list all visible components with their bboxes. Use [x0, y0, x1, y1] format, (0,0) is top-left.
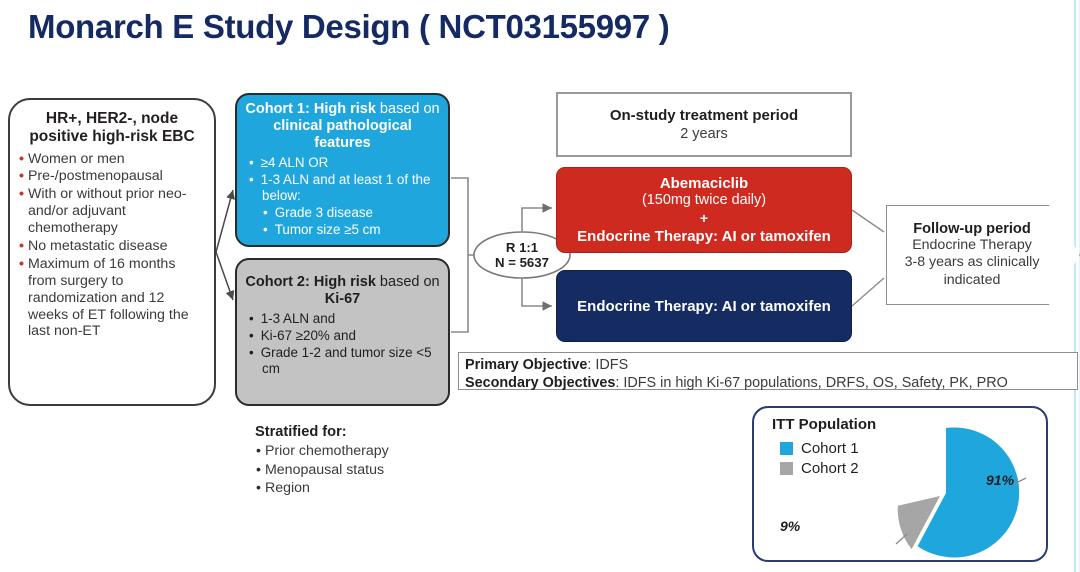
pie-leader-line-9	[895, 533, 908, 545]
follow-up-duration: 3-8 years as clinically	[904, 254, 1040, 271]
stratification-heading: Stratified for:	[255, 424, 347, 440]
list-item: With or without prior neo- and/or adjuva…	[19, 186, 205, 237]
randomization-n: N = 5637	[495, 255, 549, 270]
legend-label-cohort-1: Cohort 1	[801, 440, 859, 457]
on-study-duration: 2 years	[680, 126, 728, 142]
experimental-arm-drug: Abemaciclib	[659, 174, 749, 192]
eligibility-box: HR+, HER2-, node positive high-risk EBC …	[8, 98, 216, 406]
itt-pie-chart	[874, 426, 1049, 561]
page-title: Monarch E Study Design ( NCT03155997 )	[28, 8, 670, 45]
eligibility-list: Women or men Pre-/postmenopausal With or…	[19, 151, 205, 341]
list-item: Ki-67 ≥20% and	[245, 328, 440, 344]
cohort-2-title-bold-1: Cohort 2: High risk	[245, 274, 376, 290]
legend-item-cohort-1: Cohort 1	[780, 440, 859, 457]
randomization-ratio: R 1:1	[505, 239, 539, 255]
cohort-1-criteria-list: ≥4 ALN OR 1-3 ALN and at least 1 of the …	[245, 155, 440, 238]
follow-up-duration-cont: indicated	[943, 271, 1001, 288]
follow-up-title: Follow-up period	[913, 221, 1031, 238]
secondary-objective-value: : IDFS in high Ki-67 populations, DRFS, …	[615, 375, 1008, 392]
list-item: Grade 3 disease	[245, 205, 440, 221]
list-item: 1-3 ALN and	[245, 311, 440, 327]
list-item: Women or men	[19, 151, 205, 168]
pie-leader-line-91	[1013, 477, 1027, 485]
pie-label-91: 91%	[986, 472, 1015, 488]
legend-swatch-cohort-1	[780, 442, 793, 455]
itt-panel-title: ITT Population	[772, 416, 877, 433]
pie-legend: Cohort 1 Cohort 2	[780, 440, 859, 480]
list-item: 1-3 ALN and at least 1 of the below:	[245, 172, 440, 204]
experimental-arm-plus: +	[699, 210, 709, 227]
stratification-group: Stratified for: Prior chemotherapy Menop…	[255, 424, 470, 498]
cohort-2-title: Cohort 2: High risk based on Ki-67	[245, 274, 440, 308]
list-item: Pre-/postmenopausal	[19, 168, 205, 185]
follow-up-period-arrow: Follow-up period Endocrine Therapy 3-8 y…	[886, 205, 1080, 305]
list-item: Tumor size ≥5 cm	[245, 222, 440, 238]
list-item: Grade 1-2 and tumor size <5 cm	[245, 345, 440, 377]
legend-swatch-cohort-2	[780, 462, 793, 475]
list-item: No metastatic disease	[19, 238, 205, 255]
list-item: ≥4 ALN OR	[245, 155, 440, 171]
secondary-objective-label: Secondary Objectives	[465, 375, 616, 392]
cohort-1-title-bold-2: clinical pathological features	[273, 117, 412, 151]
cohort-2-box: Cohort 2: High risk based on Ki-67 1-3 A…	[235, 258, 450, 406]
cohort-2-criteria-list: 1-3 ALN and Ki-67 ≥20% and Grade 1-2 and…	[245, 311, 440, 377]
pie-slice-cohort-1	[917, 427, 1020, 558]
cohort-1-title: Cohort 1: High risk based on clinical pa…	[245, 101, 440, 152]
itt-population-panel: ITT Population Cohort 1 Cohort 2 9	[752, 406, 1048, 562]
pie-slice-cohort-2	[897, 496, 940, 550]
control-arm-label: Endocrine Therapy: AI or tamoxifen	[577, 297, 831, 315]
legend-item-cohort-2: Cohort 2	[780, 460, 859, 477]
control-arm-box: Endocrine Therapy: AI or tamoxifen	[556, 270, 852, 342]
stratification-list: Prior chemotherapy Menopausal status Reg…	[255, 442, 470, 498]
cohort-1-box: Cohort 1: High risk based on clinical pa…	[235, 93, 450, 247]
on-study-period-box: On-study treatment period 2 years	[556, 92, 852, 157]
list-item: Menopausal status	[255, 461, 470, 480]
cohort-2-title-bold-2: Ki-67	[324, 290, 361, 307]
cohort-1-title-light: based on	[375, 101, 440, 117]
list-item: Region	[255, 479, 470, 498]
list-item: Maximum of 16 months from surgery to ran…	[19, 256, 205, 340]
cohort-2-title-light: based on	[375, 274, 440, 290]
primary-objective-label: Primary Objective	[465, 357, 588, 373]
primary-objective-value: : IDFS	[587, 357, 629, 373]
pie-label-9: 9%	[780, 518, 801, 534]
on-study-title: On-study treatment period	[609, 107, 799, 124]
experimental-arm-backbone: Endocrine Therapy: AI or tamoxifen	[577, 227, 831, 245]
follow-up-therapy: Endocrine Therapy	[912, 237, 1032, 254]
slide-right-edge-line	[1074, 0, 1076, 572]
objectives-box: Primary Objective: IDFS Secondary Object…	[458, 352, 1078, 392]
secondary-objective-row: Secondary Objectives: IDFS in high Ki-67…	[465, 374, 1071, 392]
experimental-arm-dose: (150mg twice daily)	[642, 192, 766, 209]
primary-objective-row: Primary Objective: IDFS	[465, 356, 1071, 374]
experimental-arm-box: Abemaciclib (150mg twice daily) + Endocr…	[556, 167, 852, 253]
eligibility-heading: HR+, HER2-, node positive high-risk EBC	[29, 110, 195, 146]
cohort-1-title-bold-1: Cohort 1: High risk	[245, 101, 376, 117]
legend-label-cohort-2: Cohort 2	[801, 460, 859, 477]
randomization-node: R 1:1 N = 5637	[470, 232, 574, 278]
list-item: Prior chemotherapy	[255, 442, 470, 461]
